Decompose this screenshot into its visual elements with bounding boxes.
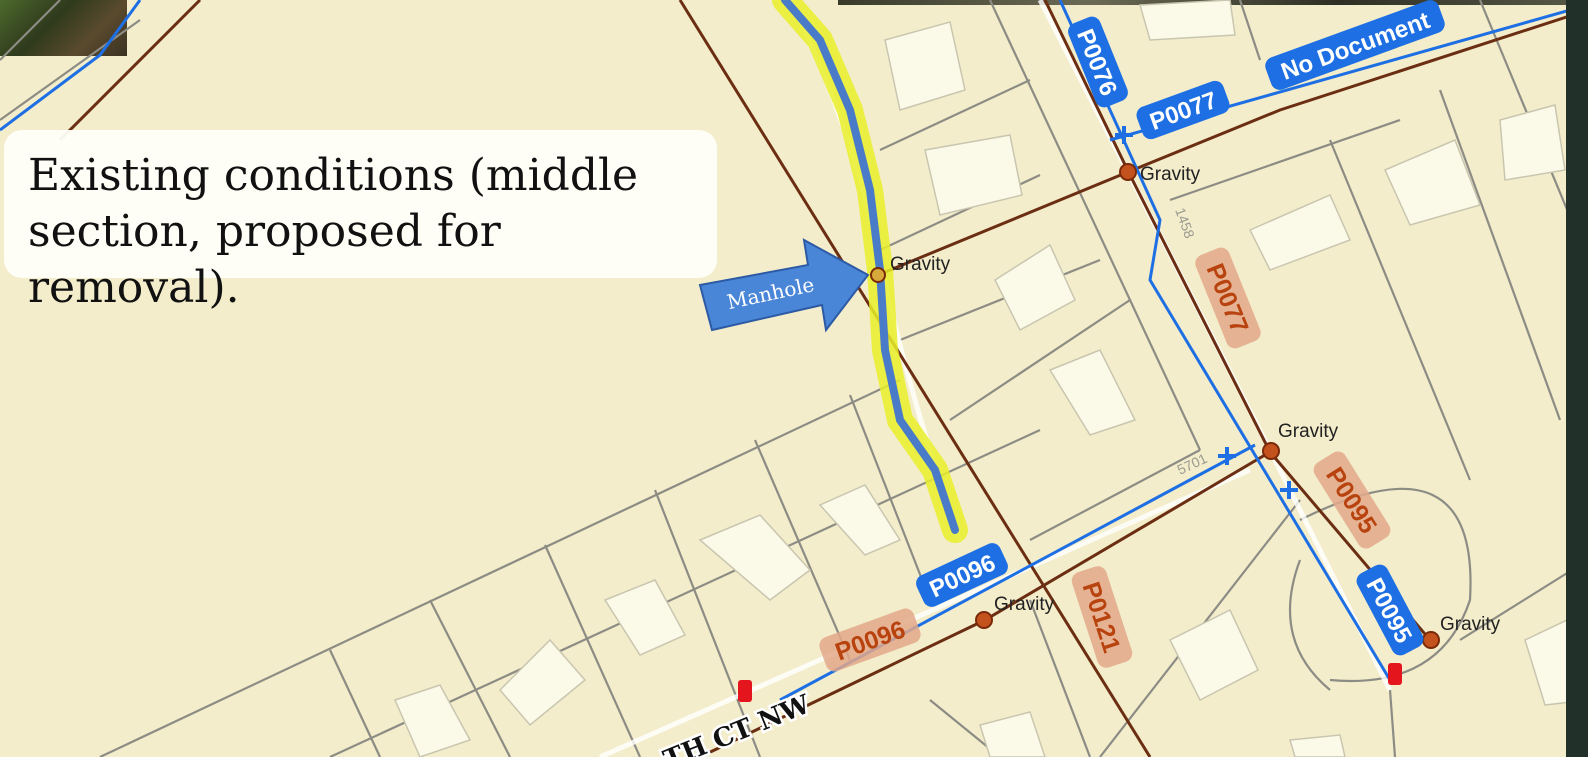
manhole-node-icon <box>1262 442 1280 460</box>
manhole-arrow: Manhole <box>698 238 870 333</box>
blue-valve-icon <box>1280 481 1298 499</box>
gravity-label: Gravity <box>1140 164 1201 185</box>
blue-valve-icon <box>1218 447 1236 465</box>
gravity-label: Gravity <box>890 254 951 275</box>
manhole-node-icon <box>1119 163 1137 181</box>
pipe-label-brown-p0077: P0077 <box>1195 247 1261 349</box>
manhole-nodes <box>870 163 1440 649</box>
caption-line-1: Existing conditions (middle <box>28 150 639 201</box>
parcel-number-label: 1458 <box>1172 206 1198 241</box>
blue-valves <box>1115 126 1298 499</box>
gravity-label: Gravity <box>994 594 1055 615</box>
hydrants <box>738 663 1402 702</box>
gravity-label: Gravity <box>1278 421 1339 442</box>
slide-frame-edge <box>1566 0 1588 757</box>
caption-line-2: section, proposed for removal). <box>28 206 501 313</box>
blue-water-lines <box>0 0 1588 702</box>
pipe-label-brown-p0121: P0121 <box>1071 566 1133 668</box>
hydrant-icon <box>1388 663 1402 685</box>
manhole-node-icon <box>870 267 886 283</box>
hydrant-icon <box>738 680 752 702</box>
pipe-label-brown-p0096: P0096 <box>819 608 921 672</box>
manhole-node-icon <box>1422 631 1440 649</box>
manhole-node-icon <box>975 611 993 629</box>
pipe-label-text: No Document <box>1278 7 1434 86</box>
pipe-label-brown-p0095: P0095 <box>1313 451 1391 549</box>
pipe-label-no-document: No Document <box>1265 0 1445 90</box>
blue-valve-icon <box>1115 126 1133 144</box>
caption-callout: Existing conditions (middle section, pro… <box>4 130 717 313</box>
pipe-label-p0077: P0077 <box>1136 80 1230 140</box>
gravity-label: Gravity <box>1440 614 1501 635</box>
